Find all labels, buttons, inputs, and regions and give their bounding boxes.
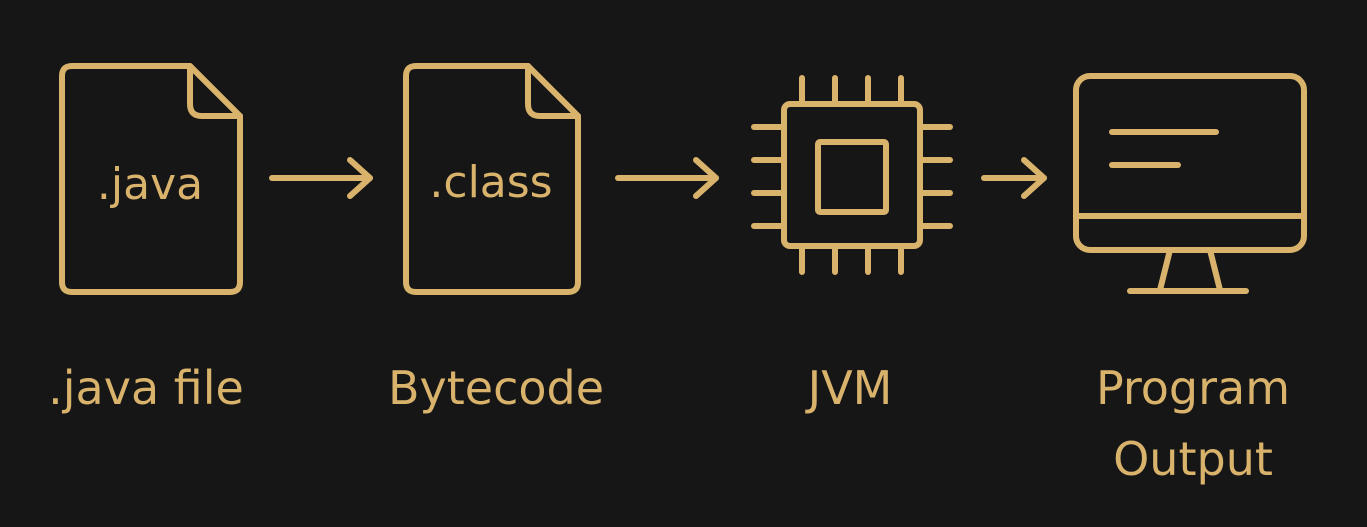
java-file-label: .java file (48, 361, 244, 415)
program-output-label-line2: Output (1113, 432, 1273, 486)
jvm-label: JVM (807, 361, 893, 415)
bytecode-label: Bytecode (387, 361, 605, 415)
class-document-icon (403, 63, 581, 295)
arrow-right-icon (269, 157, 373, 199)
program-output-label-line1: Program (1095, 361, 1291, 415)
monitor-icon (1073, 73, 1307, 294)
cpu-chip-icon (751, 75, 953, 275)
arrow-right-icon (615, 157, 719, 199)
java-icon-text: .java (96, 159, 204, 210)
java-document-icon (59, 63, 243, 295)
arrow-right-icon (981, 157, 1047, 199)
class-icon-text: .class (429, 157, 553, 208)
